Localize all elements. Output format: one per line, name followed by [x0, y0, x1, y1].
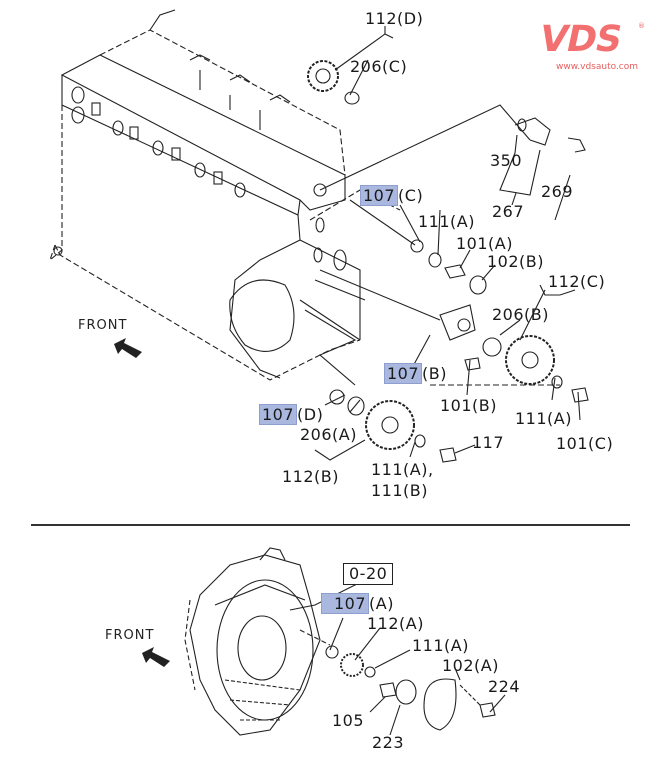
part-label-112b: 112(B)	[282, 467, 339, 486]
part-label-223: 223	[372, 733, 405, 752]
part-label-206a: 206(A)	[300, 425, 357, 444]
registered-mark: ®	[638, 22, 645, 30]
part-label-101a: 101(A)	[456, 234, 513, 253]
part-label-267: 267	[492, 202, 525, 221]
leader-lines-top	[304, 26, 581, 461]
part-label-102a: 102(A)	[442, 656, 499, 675]
section-divider	[31, 524, 630, 526]
part-label-107c[interactable]: 107(C)	[360, 185, 423, 206]
part-label-102b: 102(B)	[487, 252, 544, 271]
part-label-105: 105	[332, 711, 365, 730]
parts-top	[307, 60, 589, 463]
part-label-117: 117	[472, 433, 505, 452]
front-arrow-icon	[142, 647, 170, 667]
part-label-206b: 206(B)	[492, 305, 549, 324]
front-label-top: FRONT	[78, 318, 128, 333]
part-label-269: 269	[541, 182, 574, 201]
part-label-111a-2: 111(A)	[515, 409, 572, 428]
part-label-107d[interactable]: 107(D)	[259, 404, 323, 425]
flywheel-housing-drawing	[184, 547, 506, 736]
part-label-101b: 101(B)	[440, 396, 497, 415]
part-label-107b[interactable]: 107(B)	[384, 363, 447, 384]
part-label-111a: 111(A)	[418, 212, 475, 231]
part-label-107a[interactable]: 107(A)	[321, 593, 394, 614]
vds-url: www.vdsauto.com	[556, 62, 639, 72]
part-label-112c: 112(C)	[548, 272, 606, 291]
part-number-highlight[interactable]: 107	[360, 185, 399, 206]
part-number-highlight[interactable]: 107	[259, 404, 298, 425]
part-label-224: 224	[488, 677, 521, 696]
front-arrow-icon	[114, 338, 142, 358]
part-label-350: 350	[490, 151, 523, 170]
part-label-111a-111b: 111(A),	[371, 460, 434, 479]
part-label-111a-3: 111(A)	[412, 636, 469, 655]
front-label-bottom: FRONT	[105, 628, 155, 643]
part-number-highlight[interactable]: 107	[384, 363, 423, 384]
part-label-206c: 206(C)	[350, 57, 408, 76]
part-label-112a: 112(A)	[367, 614, 424, 633]
vds-logo: VDS	[535, 19, 626, 60]
part-number-highlight[interactable]: 107	[321, 593, 370, 614]
part-label-112d: 112(D)	[365, 9, 424, 28]
part-label-111b: 111(B)	[371, 481, 428, 500]
part-label-101c: 101(C)	[556, 434, 614, 453]
reference-box-0-20[interactable]: 0-20	[343, 563, 394, 585]
